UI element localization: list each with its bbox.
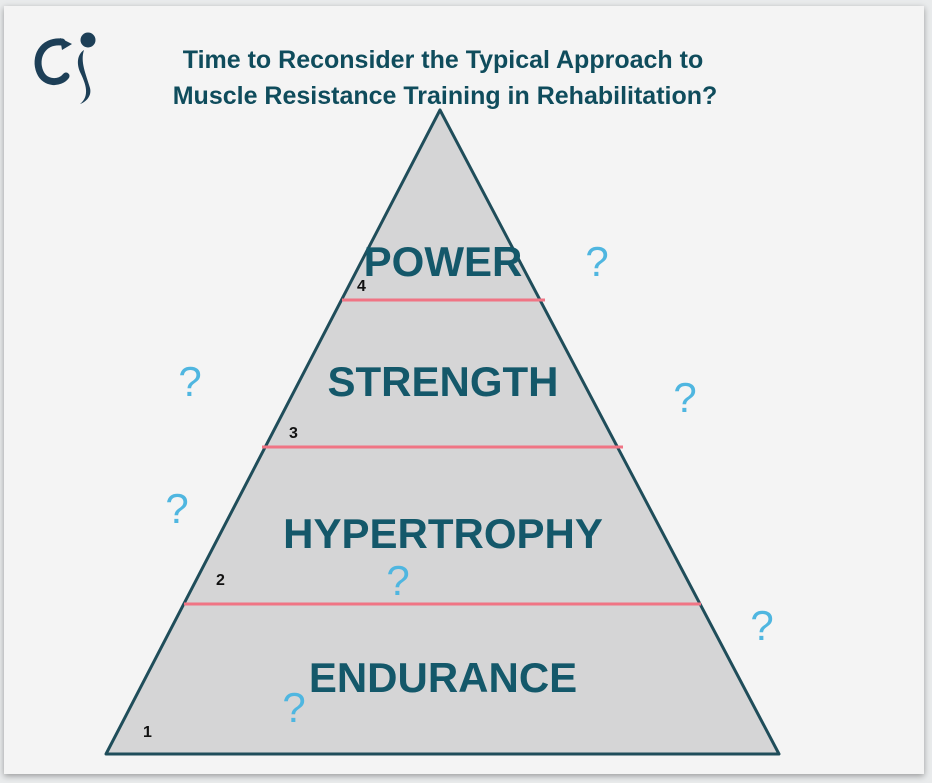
question-mark: ? — [585, 238, 608, 285]
level-label-endurance: ENDURANCE — [309, 654, 577, 701]
pyramid-shape — [104, 108, 781, 756]
level-number-4: 4 — [357, 278, 366, 295]
question-mark: ? — [750, 602, 773, 649]
level-number-3: 3 — [289, 425, 298, 442]
title-line-1: Time to Reconsider the Typical Approach … — [183, 46, 703, 74]
running-figure-logo-icon — [34, 32, 96, 104]
level-number-2: 2 — [216, 572, 225, 589]
level-label-hypertrophy: HYPERTROPHY — [283, 510, 603, 557]
question-mark: ? — [673, 374, 696, 421]
level-number-1: 1 — [143, 724, 152, 741]
title-line-2: Muscle Resistance Training in Rehabilita… — [173, 82, 718, 110]
question-mark: ? — [386, 557, 409, 604]
level-label-strength: STRENGTH — [328, 358, 559, 405]
question-mark: ? — [178, 358, 201, 405]
question-mark: ? — [282, 684, 305, 731]
level-label-power: POWER — [364, 238, 523, 285]
question-mark: ? — [165, 485, 188, 532]
